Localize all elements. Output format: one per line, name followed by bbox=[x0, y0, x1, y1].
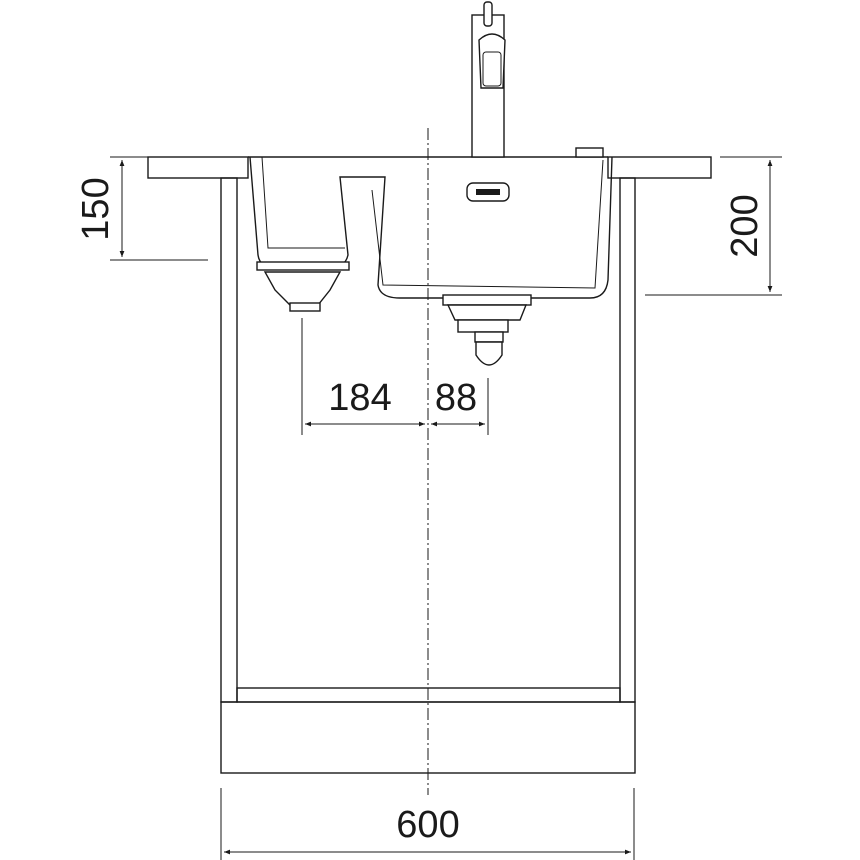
faucet bbox=[471, 1, 506, 158]
dimension-label: 88 bbox=[435, 377, 477, 419]
tap-hole-cap bbox=[575, 147, 604, 158]
right-drain bbox=[442, 294, 532, 435]
dimension-label: 200 bbox=[724, 194, 766, 257]
dimension-label: 150 bbox=[75, 177, 117, 240]
dimension-200: 200 bbox=[645, 156, 782, 296]
countertop bbox=[147, 156, 712, 179]
left-drain bbox=[256, 261, 350, 435]
dimension-150: 150 bbox=[75, 156, 208, 261]
dimension-label: 600 bbox=[396, 804, 459, 846]
dimension-600: 600 bbox=[220, 788, 635, 860]
overflow-icon bbox=[466, 182, 510, 202]
dimension-drain-offsets: 184 88 bbox=[305, 377, 485, 427]
dimension-label: 184 bbox=[328, 377, 391, 419]
